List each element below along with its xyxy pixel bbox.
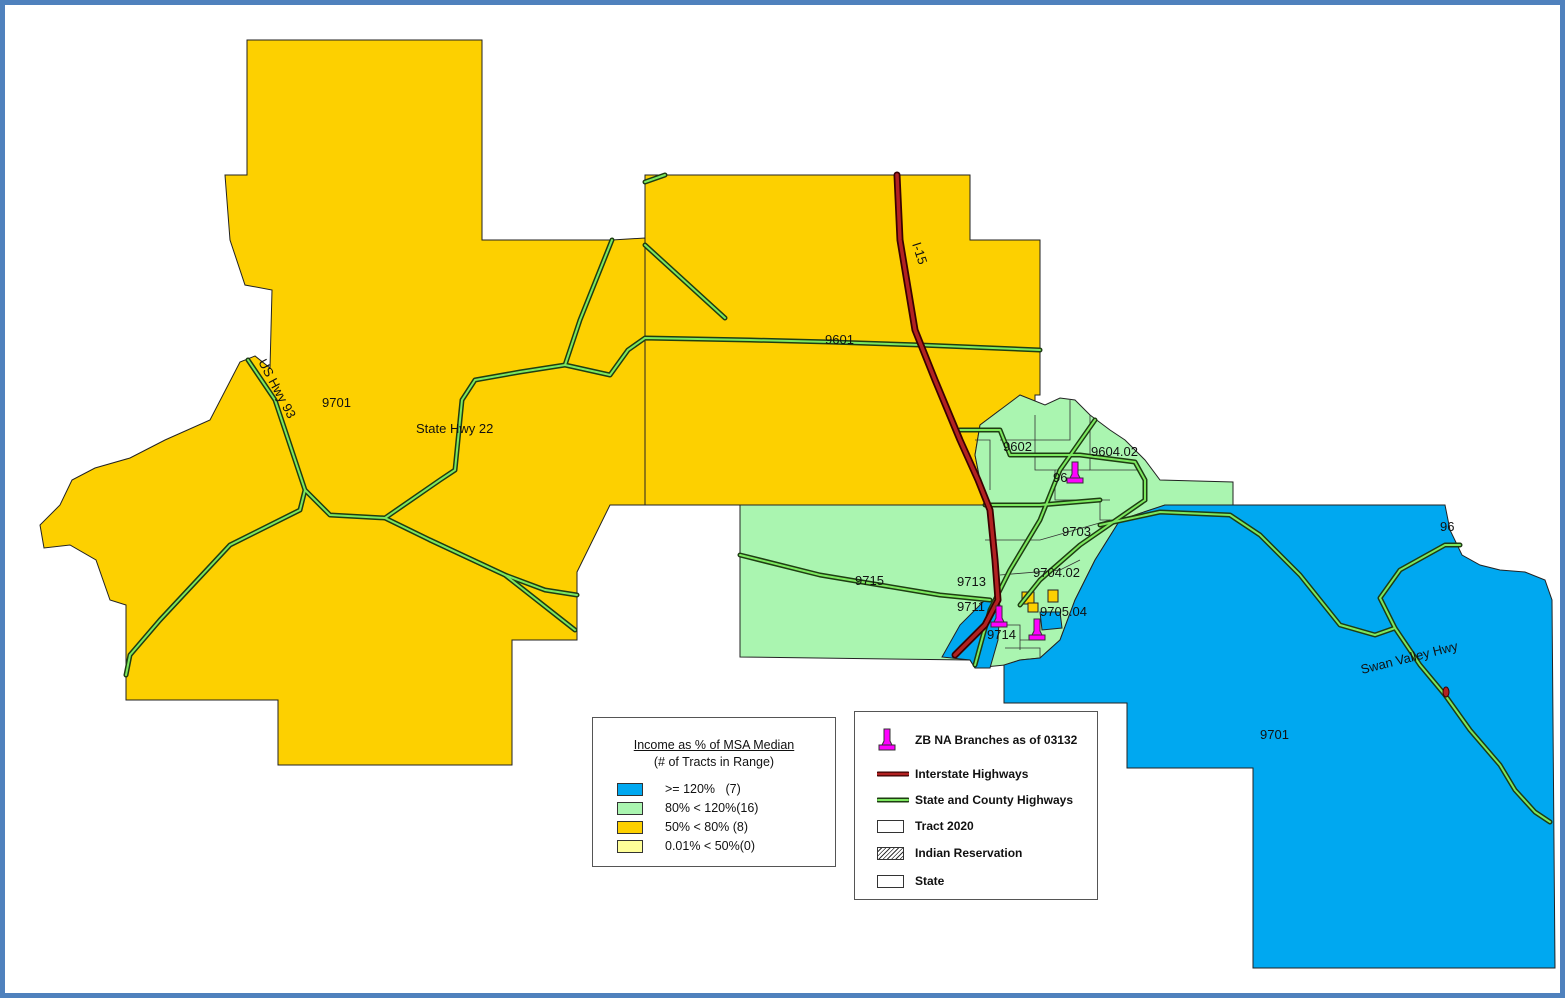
tract-label: 9713 [957,574,986,589]
income-swatch [617,801,643,815]
symbol-legend-item: Interstate Highways [877,765,1028,783]
income-legend-label: 50% < 80% (8) [665,820,749,834]
hatch-box-icon [877,844,909,862]
tract-label: 9711 [957,599,985,614]
tract-yellow-small-3 [1027,602,1039,613]
road-label: I-15 [909,240,930,266]
symbol-legend-item: Tract 2020 [877,817,974,835]
income-legend-label: >= 120% (7) [665,782,741,796]
income-legend-item: >= 120% (7) [617,781,741,797]
symbol-legend-label: Tract 2020 [915,819,974,833]
state-highway-line-icon [877,791,909,809]
tract-label: 9715 [855,573,884,588]
tract-label: 9602 [1003,439,1032,454]
tract-label: 96 [1053,470,1067,485]
symbol-legend-label: ZB NA Branches as of 03132 [915,733,1078,747]
branch-marker-icon [877,728,909,751]
symbol-legend-item: ZB NA Branches as of 03132 [877,728,1078,751]
tract-label: 9604.02 [1091,444,1138,459]
tract-label: 9601 [825,332,854,347]
income-legend-item: 80% < 120%(16) [617,800,758,816]
state-box-icon [877,872,909,890]
symbol-legend-item: Indian Reservation [877,844,1022,862]
tract-label: 9714 [987,627,1016,642]
state-county-highways [123,172,1553,825]
income-swatch [617,820,643,834]
income-legend-subtitle: (# of Tracts in Range) [653,755,775,769]
tract-label: 96 [1440,519,1454,534]
tract-label: 9701 [1260,727,1289,742]
symbol-legend-item: State and County Highways [877,791,1073,809]
tract-9701-east [1003,504,1556,969]
tract-yellow-small-2 [1047,589,1059,603]
tract-labels: 9701 9601 9602 9604.02 96 9703 9713 9704… [322,332,1454,742]
symbol-legend: ZB NA Branches as of 03132 Interstate Hi… [854,711,1098,900]
symbol-legend-item: State [877,872,944,890]
tract-label: 9704.02 [1033,565,1080,580]
income-swatch [617,782,643,796]
tract-label: 9701 [322,395,351,410]
symbol-legend-label: Indian Reservation [915,846,1023,860]
income-legend-label: 80% < 120%(16) [665,801,759,815]
income-legend-item: 50% < 80% (8) [617,819,748,835]
income-swatch [617,839,643,853]
symbol-legend-label: State [915,874,945,888]
interstate-segment-marker [1442,686,1450,698]
interstate-line-icon [877,765,909,783]
symbol-legend-label: State and County Highways [915,793,1074,807]
income-legend-label: 0.01% < 50%(0) [665,839,755,853]
tract-box-icon [877,817,909,835]
interstate-i15 [893,171,1002,659]
tract-label: 9703 [1062,524,1091,539]
income-legend-item: 0.01% < 50%(0) [617,838,755,854]
income-legend-title: Income as % of MSA Median [633,738,795,752]
symbol-legend-label: Interstate Highways [915,767,1029,781]
tract-blue-small [1039,611,1063,631]
road-label: State Hwy 22 [416,421,493,436]
tract-label: 9705.04 [1040,604,1087,619]
income-legend: Income as % of MSA Median (# of Tracts i… [592,717,836,867]
